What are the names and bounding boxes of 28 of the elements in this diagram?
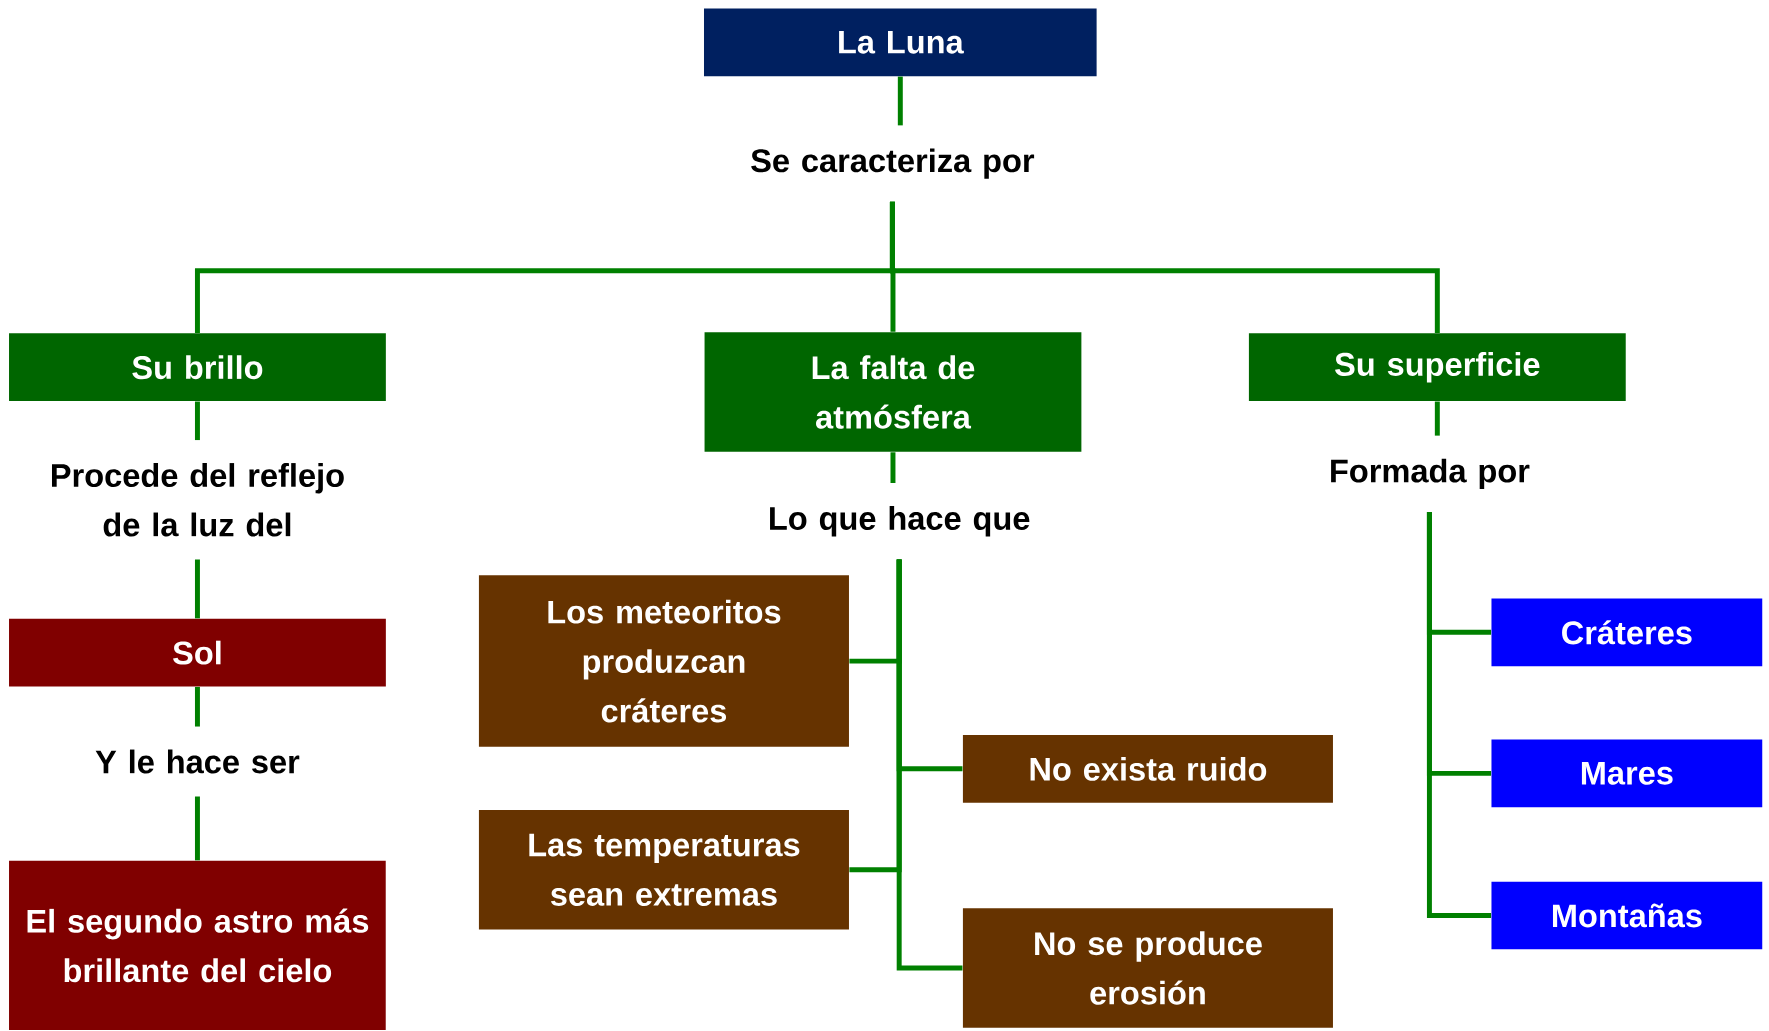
connector-line bbox=[194, 401, 200, 440]
topic-box: Los meteoritos produzcan cráteres bbox=[478, 575, 849, 747]
connector-line bbox=[896, 559, 963, 971]
topic-box: No se produce erosión bbox=[962, 908, 1333, 1028]
topic-box: No exista ruido bbox=[962, 734, 1333, 803]
connector-line bbox=[889, 201, 1440, 333]
topic-box: Sol bbox=[9, 618, 386, 687]
connector-line bbox=[890, 452, 896, 483]
topic-box: Su superficie bbox=[1248, 333, 1626, 401]
label-text: Se caracteriza por bbox=[751, 148, 1035, 179]
topic-box: Cráteres bbox=[1491, 598, 1763, 667]
label-text: Y le hace ser bbox=[95, 749, 300, 774]
label-text: Lo que hace que bbox=[770, 505, 1030, 537]
connector-line bbox=[1434, 401, 1440, 436]
topic-box: Mares bbox=[1491, 739, 1763, 808]
label-text: Procede del reflejo de la luz del bbox=[52, 463, 344, 537]
connector-line bbox=[194, 559, 200, 619]
label-text: Formada por bbox=[1331, 458, 1530, 489]
connector-line bbox=[1426, 511, 1491, 918]
connector-line bbox=[897, 76, 903, 126]
topic-box: La falta de atmósfera bbox=[704, 332, 1082, 452]
connector-line bbox=[194, 686, 200, 727]
topic-box: Su brillo bbox=[9, 333, 386, 401]
topic-box: La Luna bbox=[704, 8, 1097, 77]
topic-box: Las temperaturas sean extremas bbox=[478, 809, 849, 930]
connector-line bbox=[194, 796, 200, 861]
topic-box: El segundo astro más brillante del cielo bbox=[9, 860, 386, 1030]
topic-box: Montañas bbox=[1491, 881, 1763, 950]
